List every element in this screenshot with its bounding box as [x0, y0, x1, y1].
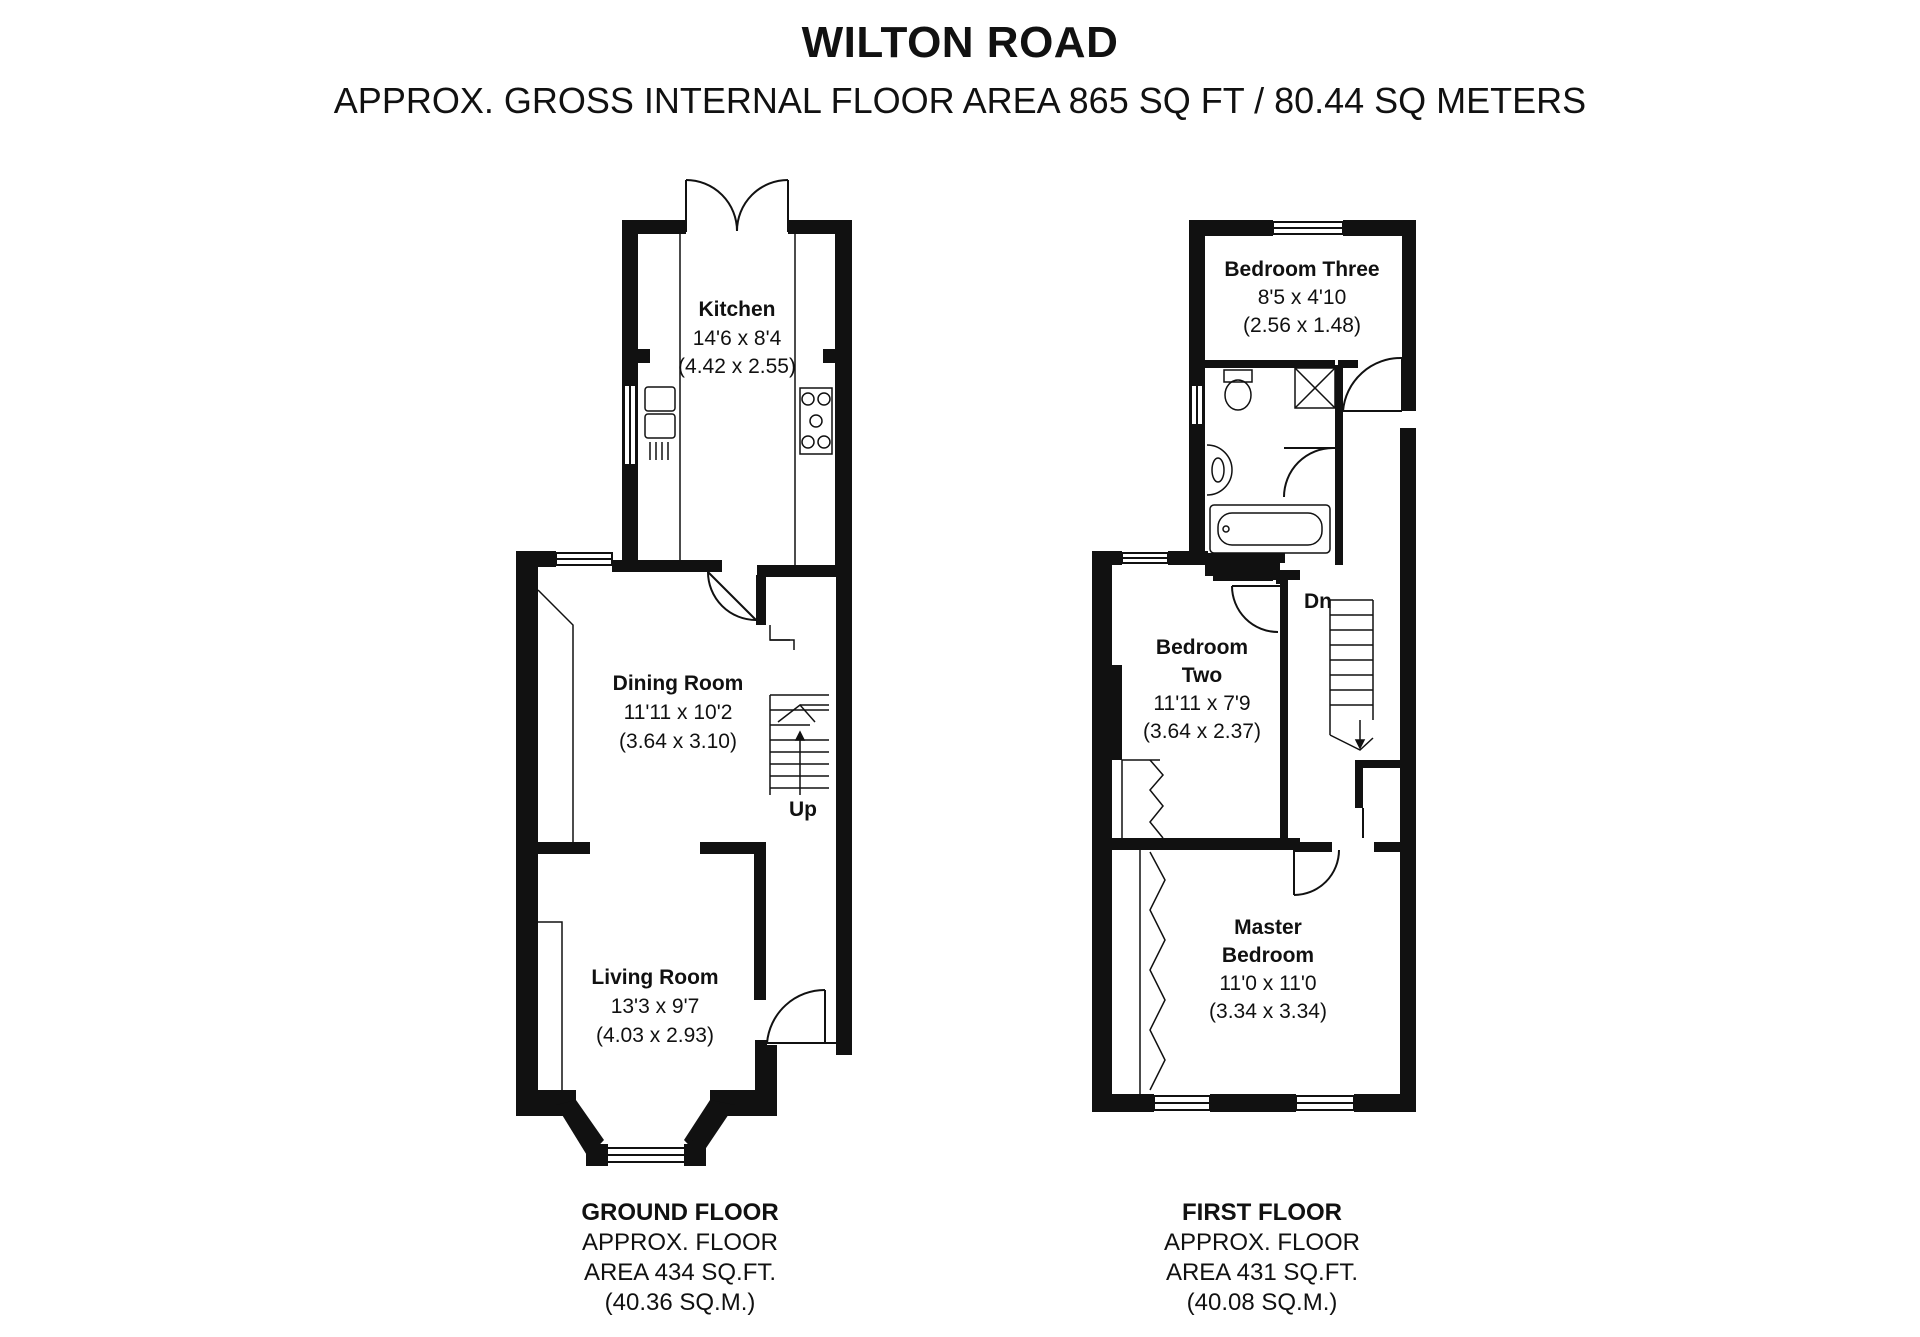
svg-text:(3.64 x 2.37): (3.64 x 2.37) [1143, 720, 1261, 743]
sink-icon [644, 386, 676, 460]
svg-text:AREA 434 SQ.FT.: AREA 434 SQ.FT. [584, 1259, 776, 1286]
svg-text:Kitchen: Kitchen [698, 298, 775, 321]
svg-text:14'6 x 8'4: 14'6 x 8'4 [693, 327, 782, 350]
svg-text:(2.56 x 1.48): (2.56 x 1.48) [1243, 314, 1361, 337]
first-floor-caption: FIRST FLOOR APPROX. FLOOR AREA 431 SQ.FT… [1164, 1199, 1360, 1316]
svg-text:Dining Room: Dining Room [613, 672, 744, 695]
ground-floor-walls [516, 551, 852, 1166]
basin-icon [1206, 444, 1233, 496]
bay-window [569, 1103, 721, 1163]
bedroom-three-label: Bedroom Three 8'5 x 4'10 (2.56 x 1.48) [1224, 258, 1379, 337]
svg-text:APPROX. FLOOR: APPROX. FLOOR [582, 1229, 778, 1256]
svg-text:(3.64 x 3.10): (3.64 x 3.10) [619, 730, 737, 753]
svg-text:13'3 x 9'7: 13'3 x 9'7 [611, 995, 700, 1018]
kitchen-french-doors [685, 179, 789, 232]
svg-text:(40.08 SQ.M.): (40.08 SQ.M.) [1187, 1289, 1338, 1316]
svg-text:Master: Master [1234, 916, 1302, 939]
dining-window [555, 552, 613, 566]
stairs-down-label: Dn [1304, 590, 1332, 613]
first-floor-plan: Bedroom Three 8'5 x 4'10 (2.56 x 1.48) B… [1092, 220, 1416, 1112]
svg-text:(3.34 x 3.34): (3.34 x 3.34) [1209, 1000, 1327, 1023]
dining-door [707, 571, 757, 621]
bedroom-two-wardrobe [1121, 759, 1164, 839]
stairs-up-label: Up [789, 798, 817, 821]
kitchen-window [623, 384, 637, 466]
master-bedroom-label: Master Bedroom 11'0 x 11'0 (3.34 x 3.34) [1209, 916, 1327, 1023]
svg-text:FIRST FLOOR: FIRST FLOOR [1182, 1199, 1342, 1226]
svg-text:Two: Two [1182, 664, 1222, 687]
chimney-breast [537, 589, 574, 1090]
master-bedroom-door [1293, 849, 1340, 896]
ground-floor-caption: GROUND FLOOR APPROX. FLOOR AREA 434 SQ.F… [581, 1199, 778, 1316]
bath-icon [1209, 504, 1331, 554]
dining-room-label: Dining Room 11'11 x 10'2 (3.64 x 3.10) [613, 672, 744, 753]
svg-text:11'0 x 11'0: 11'0 x 11'0 [1219, 972, 1316, 995]
first-floor-windows [1121, 221, 1355, 1111]
first-floor-walls [1092, 220, 1416, 1112]
svg-text:APPROX. FLOOR: APPROX. FLOOR [1164, 1229, 1360, 1256]
front-door [766, 988, 836, 1044]
living-room-label: Living Room 13'3 x 9'7 (4.03 x 2.93) [591, 966, 718, 1047]
master-wardrobe [1139, 850, 1166, 1094]
svg-text:Bedroom: Bedroom [1156, 636, 1248, 659]
shower-icon [1294, 367, 1336, 409]
svg-text:8'5 x 4'10: 8'5 x 4'10 [1258, 286, 1347, 309]
toilet-icon [1223, 369, 1253, 411]
svg-text:(4.42 x 2.55): (4.42 x 2.55) [678, 355, 796, 378]
ground-stairs [769, 625, 829, 795]
kitchen-counters [679, 234, 796, 566]
svg-text:GROUND FLOOR: GROUND FLOOR [581, 1199, 778, 1226]
kitchen-walls [622, 220, 852, 574]
hob-icon [799, 387, 833, 455]
bedroom-three-door [1342, 356, 1403, 412]
svg-text:Bedroom Three: Bedroom Three [1224, 258, 1379, 281]
svg-text:11'11 x 7'9: 11'11 x 7'9 [1153, 692, 1250, 715]
svg-text:Bedroom: Bedroom [1222, 944, 1314, 967]
bathroom-door [1283, 447, 1335, 498]
plan-title: WILTON ROAD [801, 18, 1119, 67]
svg-text:11'11 x 10'2: 11'11 x 10'2 [624, 701, 733, 724]
svg-text:(4.03 x 2.93): (4.03 x 2.93) [596, 1024, 714, 1047]
bedroom-two-label: Bedroom Two 11'11 x 7'9 (3.64 x 2.37) [1143, 636, 1261, 743]
first-stairs [1329, 599, 1374, 751]
ground-floor-plan: Kitchen 14'6 x 8'4 (4.42 x 2.55) Dining … [516, 179, 852, 1166]
plan-subtitle: APPROX. GROSS INTERNAL FLOOR AREA 865 SQ… [333, 80, 1587, 121]
svg-text:AREA 431 SQ.FT.: AREA 431 SQ.FT. [1166, 1259, 1358, 1286]
svg-text:Living Room: Living Room [591, 966, 718, 989]
kitchen-label: Kitchen 14'6 x 8'4 (4.42 x 2.55) [678, 298, 796, 378]
bedroom-two-door [1231, 585, 1280, 633]
svg-text:(40.36 SQ.M.): (40.36 SQ.M.) [605, 1289, 756, 1316]
